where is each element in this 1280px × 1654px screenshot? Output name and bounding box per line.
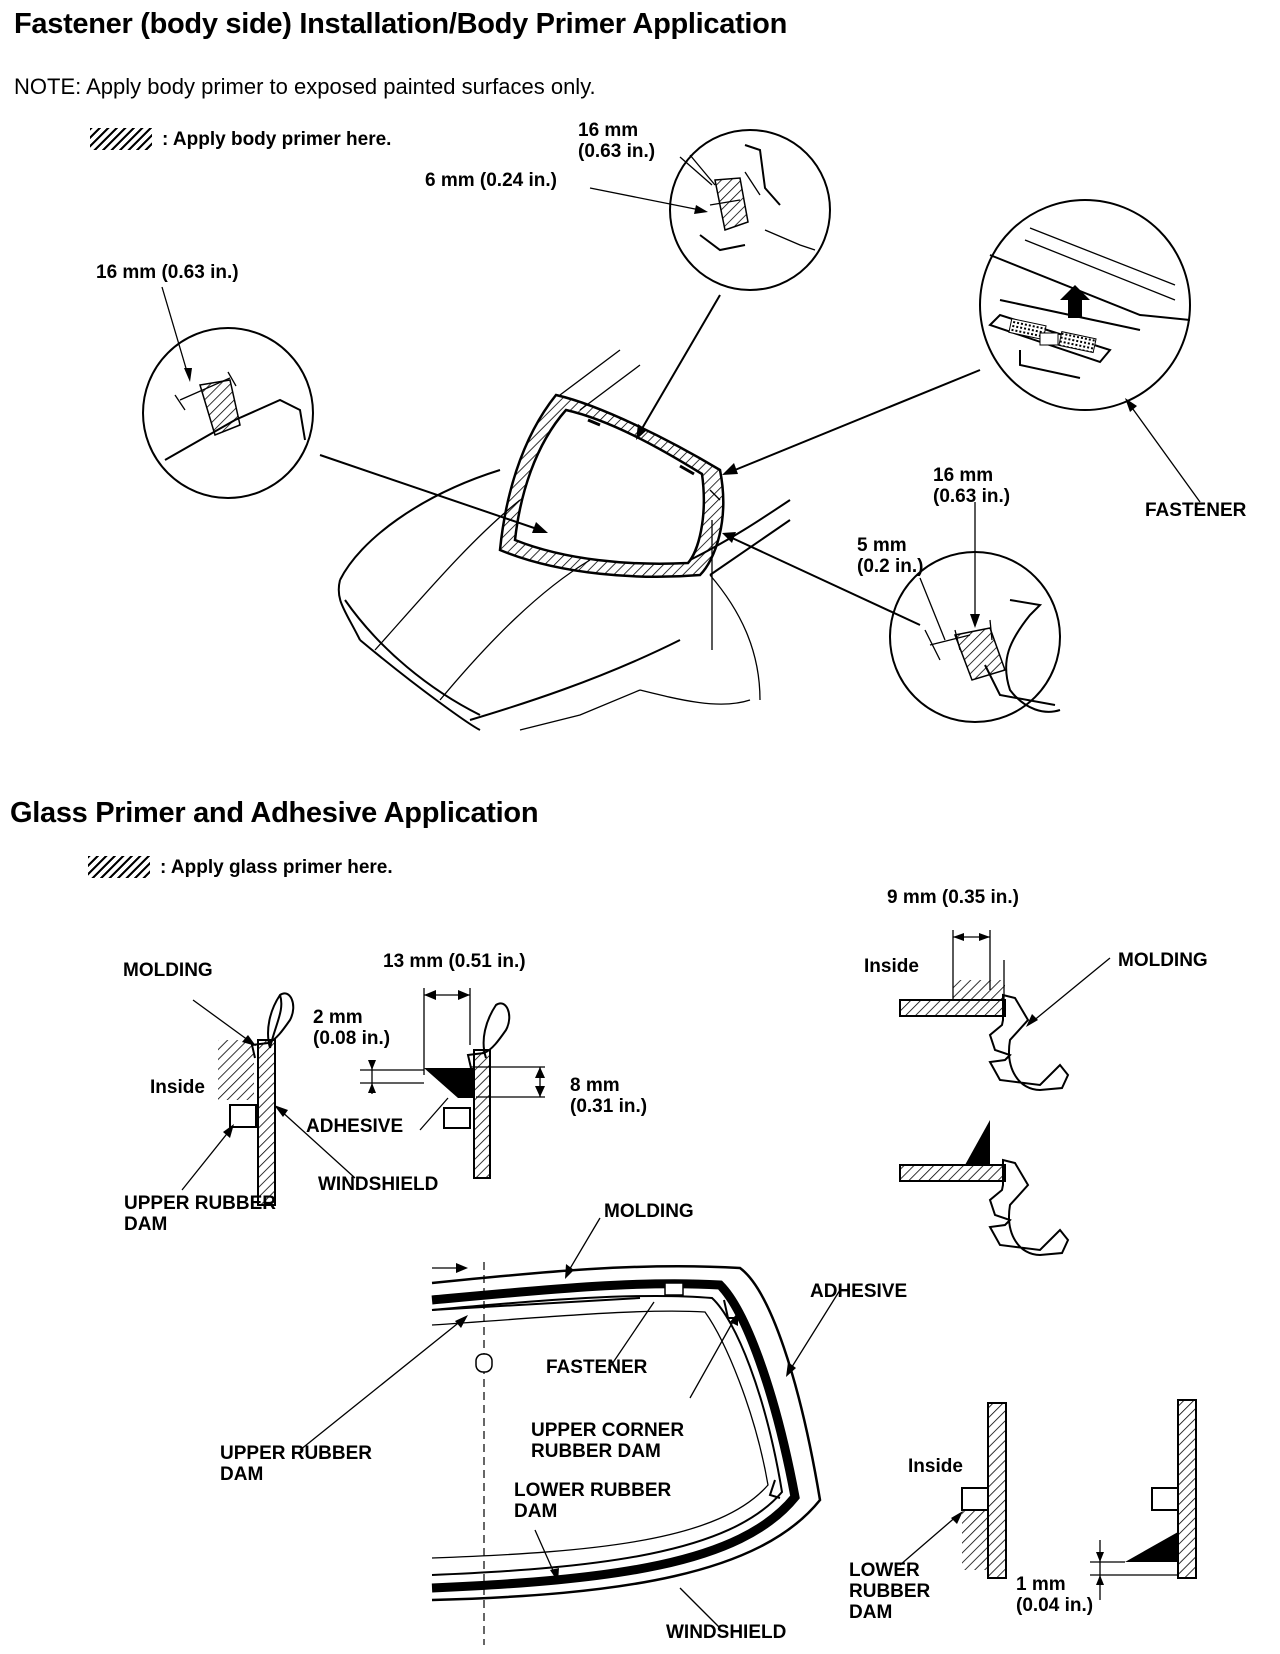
section-lower-dam <box>899 1399 1197 1600</box>
label-inside-a: Inside <box>150 1077 205 1098</box>
label-8mm: 8 mm(0.31 in.) <box>570 1075 648 1117</box>
label-molding-b: MOLDING <box>1118 950 1208 971</box>
label-adhesive-c: ADHESIVE <box>810 1281 908 1302</box>
section1-title: Fastener (body side) Installation/Body P… <box>14 8 788 40</box>
section2-title: Glass Primer and Adhesive Application <box>10 797 539 829</box>
label-5mm: 5 mm(0.2 in.) <box>857 535 924 577</box>
label-13mm: 13 mm (0.51 in.) <box>383 951 526 972</box>
section-right-adhesive <box>899 1120 1070 1257</box>
section1-note: NOTE: Apply body primer to exposed paint… <box>14 74 596 99</box>
label-fastener-c: FASTENER <box>546 1357 648 1378</box>
hatch-swatch-icon <box>90 128 152 150</box>
label-inside-d: Inside <box>908 1456 963 1477</box>
detail-circle-left <box>142 327 314 499</box>
leader-lines-section1 <box>161 156 1201 641</box>
label-16mm-right: 16 mm(0.63 in.) <box>933 465 1011 507</box>
label-inside-b: Inside <box>864 956 919 977</box>
windshield-plan <box>299 1217 841 1645</box>
detail-circle-fastener <box>979 199 1191 411</box>
section1-legend-text: : Apply body primer here. <box>162 128 392 150</box>
label-fastener: FASTENER <box>1145 500 1247 521</box>
label-windshield-a: WINDSHIELD <box>318 1174 439 1195</box>
label-adhesive-a: ADHESIVE <box>306 1116 404 1137</box>
car-body-outline <box>337 349 791 731</box>
section-right-molding <box>899 930 1111 1092</box>
section-left-molding <box>181 992 356 1206</box>
detail-circle-lower <box>889 551 1061 723</box>
label-molding-a: MOLDING <box>123 960 213 981</box>
label-6mm: 6 mm (0.24 in.) <box>425 170 557 191</box>
label-molding-c: MOLDING <box>604 1201 694 1222</box>
section2-legend-text: : Apply glass primer here. <box>160 856 393 878</box>
hatch-swatch-icon <box>88 856 150 878</box>
section-left-adhesive <box>360 988 545 1179</box>
label-9mm: 9 mm (0.35 in.) <box>887 887 1019 908</box>
windshield-frame <box>498 393 725 578</box>
section2-legend: : Apply glass primer here. <box>88 856 393 878</box>
label-16mm-left: 16 mm (0.63 in.) <box>96 262 239 283</box>
label-1mm: 1 mm(0.04 in.) <box>1016 1574 1094 1616</box>
label-2mm: 2 mm(0.08 in.) <box>313 1007 391 1049</box>
label-16mm-top: 16 mm(0.63 in.) <box>578 120 656 162</box>
label-windshield-c: WINDSHIELD <box>666 1622 787 1643</box>
detail-circle-roof <box>669 129 831 291</box>
section1-legend: : Apply body primer here. <box>90 128 391 150</box>
